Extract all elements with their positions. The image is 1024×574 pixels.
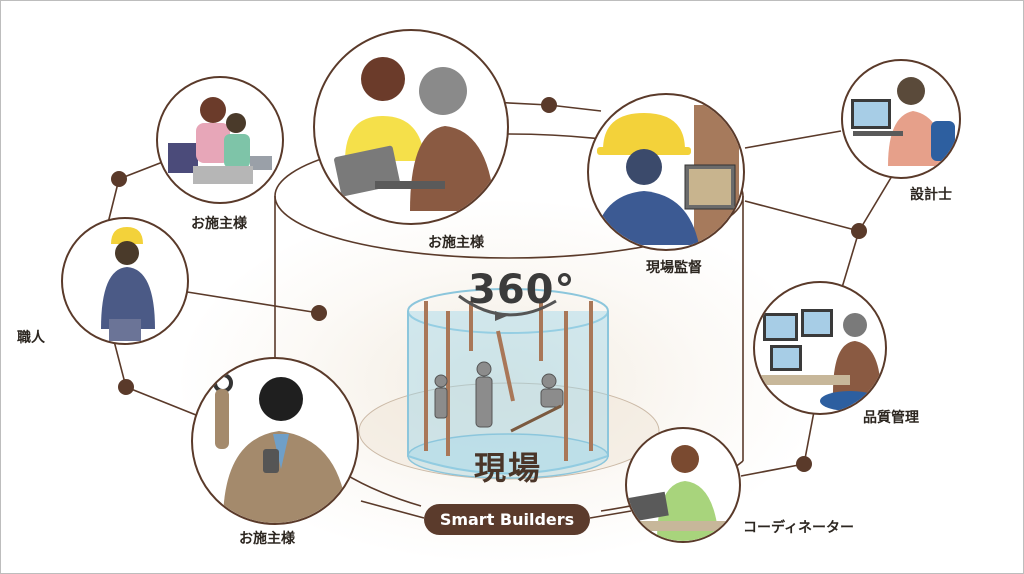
site-supervisor-illustration (594, 105, 739, 245)
node-dot (796, 456, 812, 472)
quality-control-illustration (760, 309, 881, 411)
architect-illustration (851, 77, 955, 166)
label-site-supervisor: 現場監督 (646, 260, 702, 276)
node-dot (851, 223, 867, 239)
network-nodes (111, 97, 867, 472)
label-client-couple: お施主様 (428, 235, 484, 251)
label-client-family: お施主様 (191, 216, 247, 232)
client-train-circle (191, 357, 359, 525)
client-couple-illustration (334, 57, 495, 211)
coordinator-circle (625, 427, 741, 543)
label-quality-control: 品質管理 (863, 410, 919, 426)
label-craftsman: 職人 (17, 330, 45, 346)
craftsman-illustration (101, 227, 155, 341)
node-dot (541, 97, 557, 113)
view-360-label: 360° (468, 267, 576, 313)
site-label: 現場 (474, 449, 543, 487)
label-architect: 設計士 (910, 187, 952, 203)
label-client-train: お施主様 (239, 531, 295, 547)
node-dot (111, 171, 127, 187)
node-dot (311, 305, 327, 321)
node-dot (118, 379, 134, 395)
client-couple-circle (313, 29, 509, 225)
quality-control-circle (753, 281, 887, 415)
architect-circle (841, 59, 961, 179)
site-glass-cylinder (407, 288, 609, 479)
brand-badge: Smart Builders (424, 504, 590, 535)
client-family-illustration (168, 97, 272, 184)
craftsman-circle (61, 217, 189, 345)
coordinator-illustration (627, 445, 739, 541)
label-coordinator: コーディネーター (743, 520, 855, 536)
client-family-circle (156, 76, 284, 204)
site-supervisor-circle (587, 93, 745, 251)
client-train-illustration (213, 373, 348, 523)
